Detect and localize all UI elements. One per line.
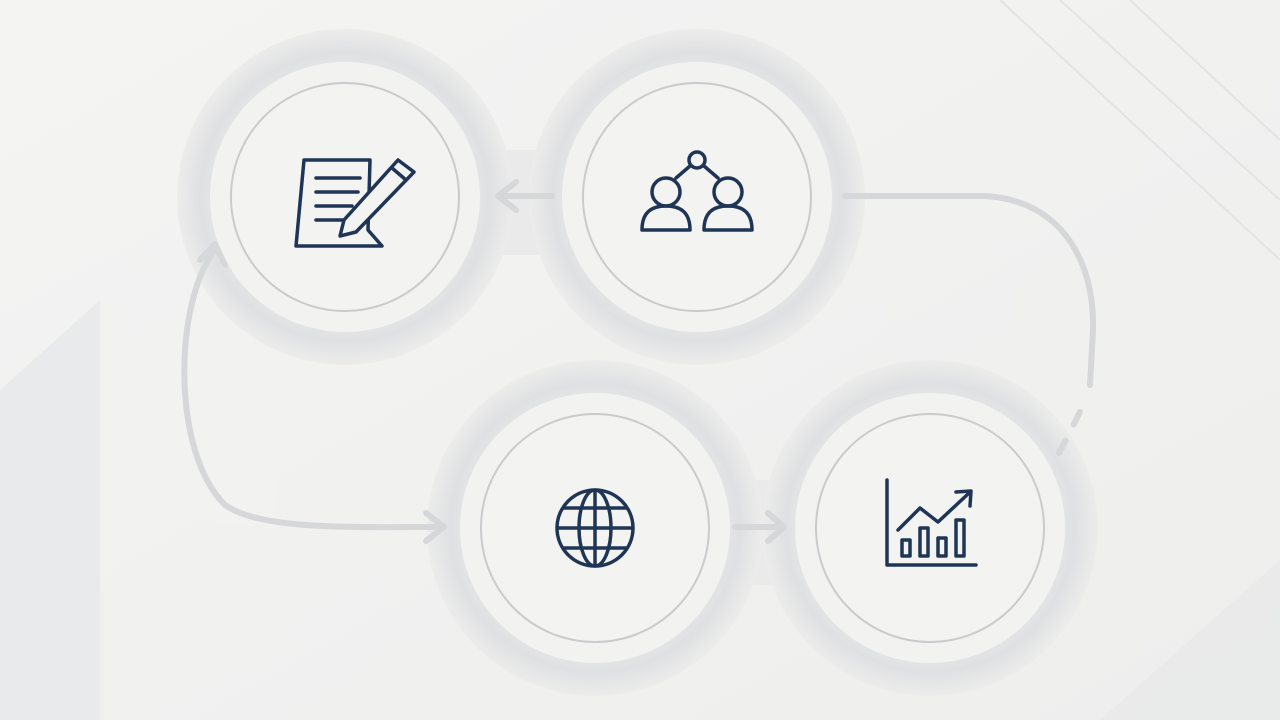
arrow-growth-to-collab xyxy=(842,193,1097,388)
step-circle-collaboration xyxy=(582,82,812,312)
step-circle-growth xyxy=(815,413,1045,643)
background-stripe-left xyxy=(0,300,100,720)
document-pen-icon xyxy=(294,158,416,248)
two-people-network-icon xyxy=(640,150,754,232)
step-circle-document xyxy=(230,82,460,312)
step-circles xyxy=(230,82,1045,643)
arrow-document-to-global xyxy=(181,247,443,531)
background-stripe-right xyxy=(1100,560,1280,720)
flow-arrows xyxy=(181,179,1097,544)
bar-chart-growth-icon xyxy=(885,478,978,567)
globe-icon xyxy=(555,488,635,568)
background-lines xyxy=(999,0,1280,261)
